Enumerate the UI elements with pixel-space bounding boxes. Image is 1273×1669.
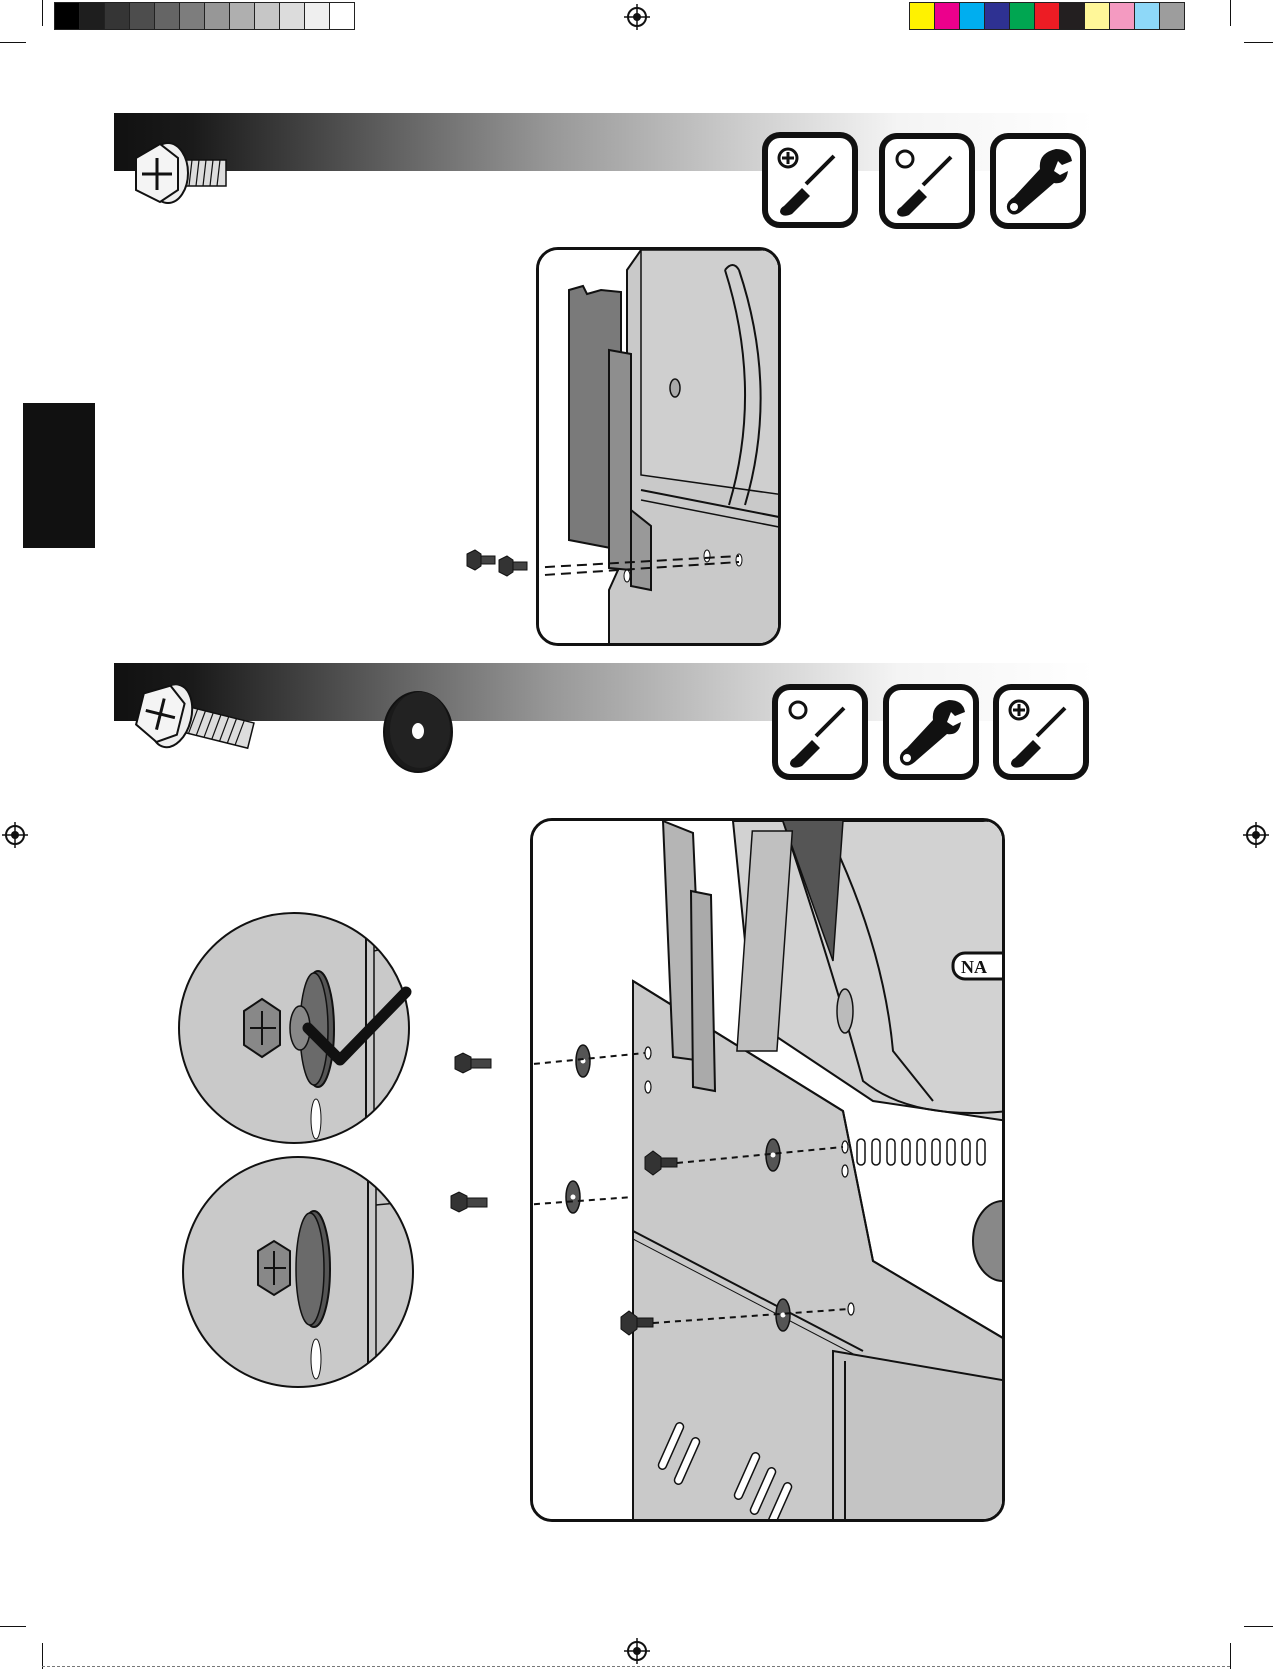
- crop-mark: [0, 1626, 26, 1627]
- color-swatch: [230, 3, 255, 29]
- color-swatch: [1010, 3, 1035, 29]
- color-swatch: [960, 3, 985, 29]
- color-swatch-strip: [909, 2, 1185, 30]
- color-swatch: [330, 3, 354, 29]
- wrench-icon: [990, 133, 1086, 229]
- color-swatch: [280, 3, 305, 29]
- color-swatch: [1035, 3, 1060, 29]
- hex-head-screw-icon: [465, 548, 545, 578]
- crop-mark: [1230, 0, 1231, 26]
- checkmark-icon: [300, 982, 416, 1078]
- hex-head-screw-icon: [130, 138, 230, 208]
- step-2-detail-panel: NA: [530, 818, 1005, 1522]
- crosshair-target-icon: [2, 822, 28, 848]
- color-swatch: [255, 3, 280, 29]
- crosshair-target-icon: [624, 4, 650, 30]
- color-swatch: [80, 3, 105, 29]
- crop-mark: [42, 0, 43, 26]
- crop-mark: [1244, 42, 1273, 43]
- color-swatch: [1160, 3, 1184, 29]
- crop-mark: [0, 42, 26, 43]
- color-swatch: [985, 3, 1010, 29]
- phillips-screwdriver-icon: [762, 132, 858, 228]
- side-section-tab: [23, 403, 95, 548]
- wrench-icon: [883, 684, 979, 780]
- color-swatch: [55, 3, 80, 29]
- flat-screwdriver-icon: [879, 133, 975, 229]
- reference-install-callout: [180, 1155, 418, 1391]
- bottom-slug-line: [42, 1666, 1230, 1667]
- black-spacer-washer-icon: [380, 687, 456, 773]
- hex-head-bolt-icon: [453, 1052, 493, 1076]
- hex-head-bolt-icon: [449, 1191, 489, 1215]
- color-swatch: [1135, 3, 1160, 29]
- color-swatch: [1060, 3, 1085, 29]
- grill-side-panel-illustration: NA: [533, 821, 1005, 1522]
- hex-head-bolt-icon: [134, 685, 258, 763]
- crop-mark: [1244, 1626, 1273, 1627]
- step-1-detail-panel: [536, 247, 781, 646]
- crop-mark: [1230, 1643, 1231, 1669]
- color-swatch: [130, 3, 155, 29]
- flat-screwdriver-icon: [772, 684, 868, 780]
- side-shelf-bracket-illustration: [539, 250, 781, 646]
- crosshair-target-icon: [1243, 822, 1269, 848]
- crosshair-target-icon: [624, 1638, 650, 1664]
- grayscale-swatch-strip: [54, 2, 355, 30]
- phillips-screwdriver-icon: [993, 684, 1089, 780]
- color-swatch: [205, 3, 230, 29]
- color-swatch: [1110, 3, 1135, 29]
- color-swatch: [305, 3, 330, 29]
- color-swatch: [1085, 3, 1110, 29]
- color-swatch: [910, 3, 935, 29]
- color-swatch: [935, 3, 960, 29]
- color-swatch: [155, 3, 180, 29]
- color-swatch: [105, 3, 130, 29]
- color-swatch: [180, 3, 205, 29]
- brand-badge-text: NA: [961, 957, 987, 977]
